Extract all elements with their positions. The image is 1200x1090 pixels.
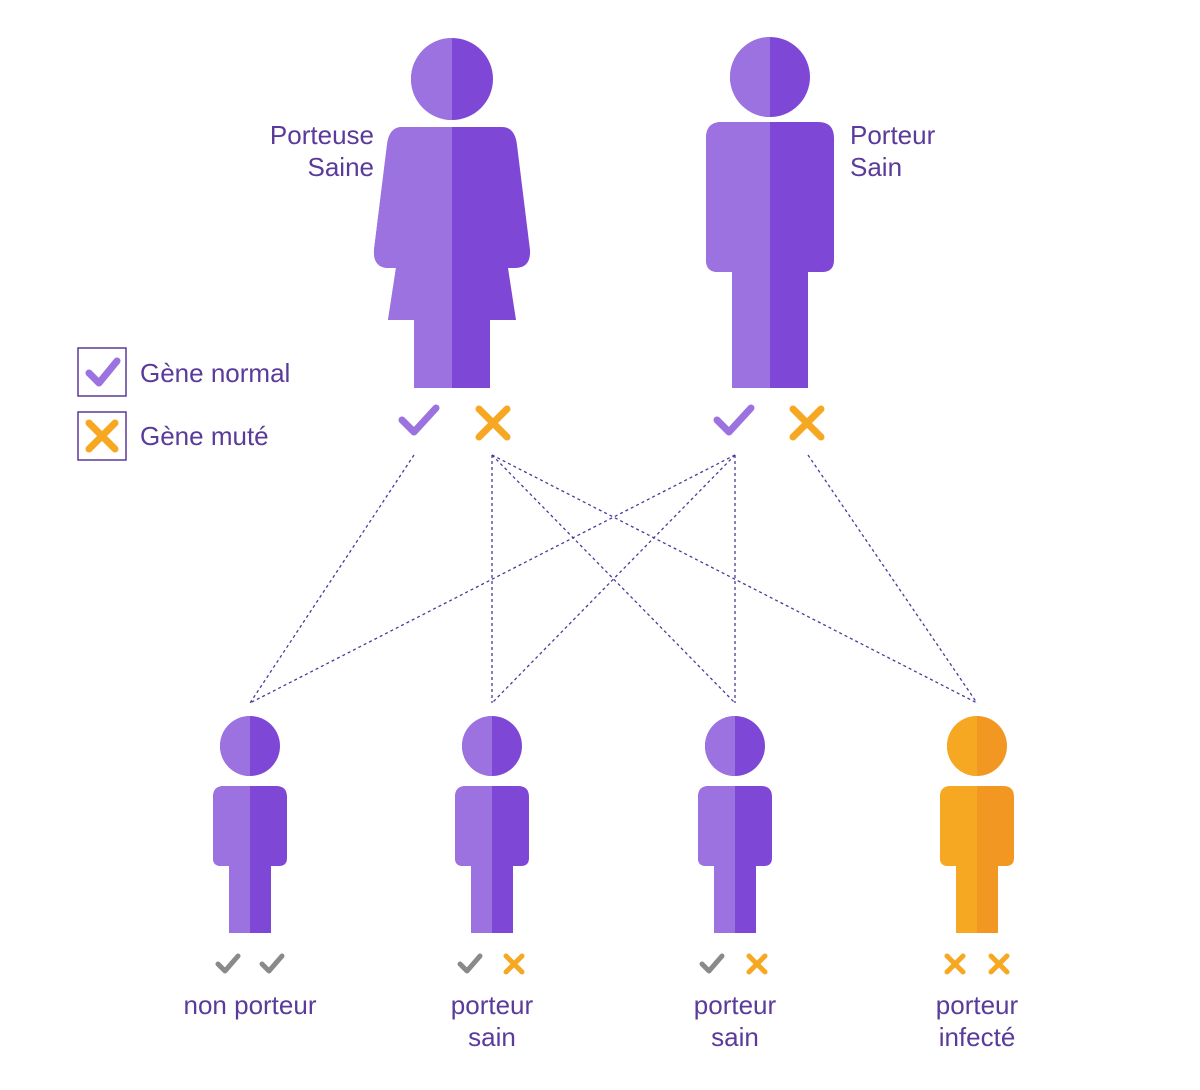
mother-genes — [398, 404, 511, 441]
father-label-line2: Sain — [850, 152, 903, 182]
child-figure-4 — [940, 716, 1014, 975]
cross-icon — [85, 419, 119, 453]
child-label-1-line1: non porteur — [183, 990, 317, 1020]
child-figure-3 — [698, 716, 772, 975]
inheritance-lines — [249, 454, 978, 704]
mother-label-line1: Porteuse — [269, 120, 374, 150]
check-icon — [85, 357, 121, 387]
cross-icon — [475, 405, 511, 441]
mother-figure — [373, 38, 531, 388]
line-mother-normal-to-child1 — [249, 454, 415, 704]
child-label-2-line1: porteur — [450, 990, 534, 1020]
mother-label: Porteuse Saine — [224, 119, 374, 183]
child-figure-2 — [455, 716, 529, 975]
check-icon — [215, 953, 241, 974]
mother-label-line2: Saine — [307, 152, 375, 182]
check-icon — [699, 953, 725, 974]
child-figure-1 — [213, 716, 287, 974]
check-icon — [713, 404, 755, 436]
cross-icon — [746, 953, 768, 975]
father-label: Porteur Sain — [850, 119, 1010, 183]
line-father-normal-to-child1 — [249, 454, 736, 704]
child-label-4: porteur infecté — [877, 989, 1077, 1053]
legend — [77, 347, 127, 461]
legend-normal-label: Gène normal — [140, 358, 291, 388]
line-mother-mutated-to-child3 — [491, 454, 736, 704]
legend-mutated-box — [77, 411, 127, 461]
cross-icon — [944, 953, 966, 975]
legend-normal-box — [77, 347, 127, 397]
child-label-2-line2: sain — [468, 1022, 516, 1052]
cross-icon — [503, 953, 525, 975]
child-label-1: non porteur — [150, 989, 350, 1021]
check-icon — [457, 953, 483, 974]
father-figure — [706, 37, 834, 388]
check-icon — [259, 953, 285, 974]
line-mother-mutated-to-child4 — [491, 454, 978, 704]
child-label-2: porteur sain — [392, 989, 592, 1053]
father-genes — [713, 404, 825, 441]
line-father-normal-to-child2 — [491, 454, 736, 704]
line-father-mutated-to-child4 — [807, 454, 978, 704]
check-icon — [398, 404, 440, 436]
child-label-4-line2: infecté — [938, 1022, 1016, 1052]
child-label-3-line1: porteur — [693, 990, 777, 1020]
child-label-3: porteur sain — [635, 989, 835, 1053]
father-label-line1: Porteur — [850, 120, 936, 150]
child-label-3-line2: sain — [711, 1022, 759, 1052]
cross-icon — [988, 953, 1010, 975]
child-label-4-line1: porteur — [935, 990, 1019, 1020]
cross-icon — [789, 405, 825, 441]
legend-mutated-label: Gène muté — [140, 421, 269, 451]
